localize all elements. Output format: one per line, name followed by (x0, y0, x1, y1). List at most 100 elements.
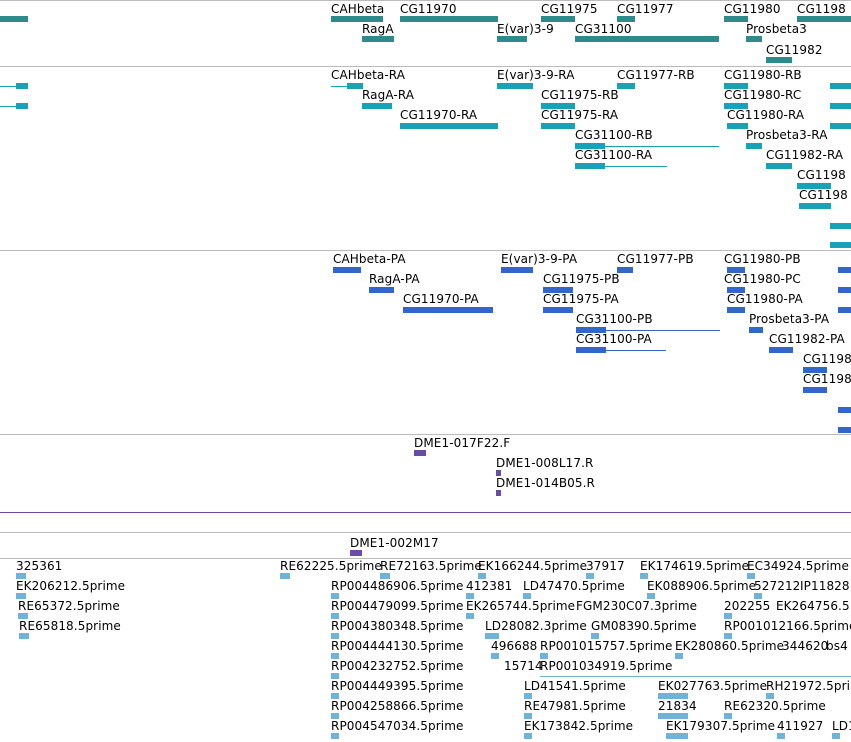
est-feature[interactable] (331, 653, 339, 659)
est-label[interactable]: RP004444130.5prime (331, 639, 464, 653)
protein-feature[interactable] (838, 407, 851, 413)
est-label[interactable]: 202255 (724, 599, 771, 613)
transcript-label[interactable]: CG11982-RA (766, 148, 844, 162)
est-feature[interactable] (666, 733, 688, 739)
est-label[interactable]: FGM230C07.3prime (576, 599, 698, 613)
bac-feature[interactable] (496, 490, 501, 496)
gene-label[interactable]: CAHbeta (331, 2, 385, 16)
est-feature[interactable] (524, 733, 532, 739)
est-label[interactable]: 37917 (586, 559, 625, 573)
transcript-exon[interactable] (617, 83, 635, 89)
transcript-exon[interactable] (766, 163, 792, 169)
est-feature[interactable] (18, 613, 28, 619)
est-label[interactable]: EK265744.5prime (466, 599, 576, 613)
transcript-label[interactable]: CG1198 (797, 168, 846, 182)
transcript-label[interactable]: CG11980-RC (724, 88, 802, 102)
gene-feature[interactable] (797, 16, 851, 22)
transcript-exon[interactable] (497, 83, 533, 89)
protein-feature[interactable] (403, 307, 493, 313)
gene-label[interactable]: CG11975 (541, 2, 598, 16)
transcript-exon[interactable] (727, 123, 748, 129)
est-feature[interactable] (766, 693, 774, 699)
est-label[interactable]: RE62225.5prime (280, 559, 382, 573)
est-label[interactable]: RE65372.5prime (18, 599, 120, 613)
transcript-label[interactable]: CG11980-RA (727, 108, 805, 122)
bac-label[interactable]: DME1-008L17.R (496, 456, 594, 470)
est-label[interactable]: RP004258866.5prime (331, 699, 464, 713)
protein-feature[interactable] (333, 267, 361, 273)
est-label[interactable]: RE47981.5prime (524, 699, 626, 713)
protein-feature[interactable] (803, 387, 827, 393)
est-feature[interactable] (754, 593, 762, 599)
transcript-label[interactable]: CG11980-RB (724, 68, 802, 82)
bac-feature[interactable] (414, 450, 426, 456)
protein-label[interactable]: CG1198 (803, 372, 851, 386)
protein-feature[interactable] (576, 327, 606, 333)
est-feature[interactable] (658, 713, 688, 719)
bac-label[interactable]: DME1-002M17 (350, 536, 439, 550)
est-feature[interactable] (724, 633, 732, 639)
est-label[interactable]: 411927 (777, 719, 824, 733)
est-label[interactable]: RP001015757.5prime (540, 639, 673, 653)
bac-label[interactable]: DME1-017F22.F (414, 436, 511, 450)
est-label[interactable]: LD1 (832, 719, 851, 733)
transcript-exon[interactable] (724, 83, 748, 89)
est-label[interactable]: RP001012166.5prime (724, 619, 851, 633)
protein-label[interactable]: CG11975-PB (543, 272, 620, 286)
transcript-exon[interactable] (541, 103, 575, 109)
est-label[interactable]: EC34924.5prime (747, 559, 849, 573)
transcript-exon[interactable] (575, 163, 605, 169)
gene-label[interactable]: CG31100 (575, 22, 632, 36)
protein-label[interactable]: CG11980-PB (724, 252, 801, 266)
transcript-exon[interactable] (830, 223, 851, 229)
gene-label[interactable]: CG11980 (724, 2, 781, 16)
est-feature[interactable] (478, 573, 486, 579)
est-label[interactable]: EK206212.5prime (16, 579, 126, 593)
protein-label[interactable]: CG11975-PA (543, 292, 619, 306)
gene-feature[interactable] (746, 36, 762, 42)
est-feature[interactable] (466, 613, 474, 619)
protein-label[interactable]: RagA-PA (369, 272, 420, 286)
transcript-exon[interactable] (724, 103, 748, 109)
bac-label[interactable]: DME1-014B05.R (496, 476, 595, 490)
gene-feature[interactable] (0, 16, 28, 22)
transcript-exon[interactable] (799, 203, 831, 209)
transcript-label[interactable]: E(var)3-9-RA (497, 68, 575, 82)
est-label[interactable]: EK173842.5prime (524, 719, 634, 733)
est-label[interactable]: 21834 (658, 699, 697, 713)
transcript-label[interactable]: CG11975-RA (541, 108, 619, 122)
gene-label[interactable]: RagA (362, 22, 394, 36)
est-label[interactable]: RP004486906.5prime (331, 579, 464, 593)
est-label[interactable]: 15714 (504, 659, 543, 673)
est-label[interactable]: 344620 (782, 639, 829, 653)
est-label[interactable]: 527212 (754, 579, 801, 593)
est-label[interactable]: LD47470.5prime (523, 579, 625, 593)
gene-label[interactable]: CG1198 (797, 2, 846, 16)
est-feature[interactable] (331, 673, 339, 679)
est-feature[interactable] (523, 593, 531, 599)
protein-feature[interactable] (543, 307, 573, 313)
transcript-exon[interactable] (797, 183, 831, 189)
est-label[interactable]: RP004380348.5prime (331, 619, 464, 633)
est-feature[interactable] (16, 593, 26, 599)
protein-feature[interactable] (803, 367, 827, 373)
est-feature[interactable] (331, 633, 339, 639)
transcript-label[interactable]: CG11970-RA (400, 108, 478, 122)
gene-feature[interactable] (766, 57, 792, 63)
transcript-exon[interactable] (541, 123, 575, 129)
protein-label[interactable]: CAHbeta-PA (333, 252, 406, 266)
protein-label[interactable]: CG11977-PB (617, 252, 694, 266)
protein-feature[interactable] (501, 267, 533, 273)
est-label[interactable]: RP001034919.5prime (540, 659, 673, 673)
protein-label[interactable]: CG11982-PA (769, 332, 845, 346)
est-feature[interactable] (658, 693, 688, 699)
gene-feature[interactable] (575, 36, 719, 42)
est-label[interactable]: LD28082.3prime (485, 619, 587, 633)
transcript-exon[interactable] (830, 103, 851, 109)
protein-feature[interactable] (369, 287, 394, 293)
est-label[interactable]: RE72163.5prime (380, 559, 482, 573)
transcript-exon[interactable] (830, 123, 851, 129)
protein-feature[interactable] (617, 267, 633, 273)
est-feature[interactable] (724, 713, 732, 719)
protein-feature[interactable] (769, 347, 793, 353)
